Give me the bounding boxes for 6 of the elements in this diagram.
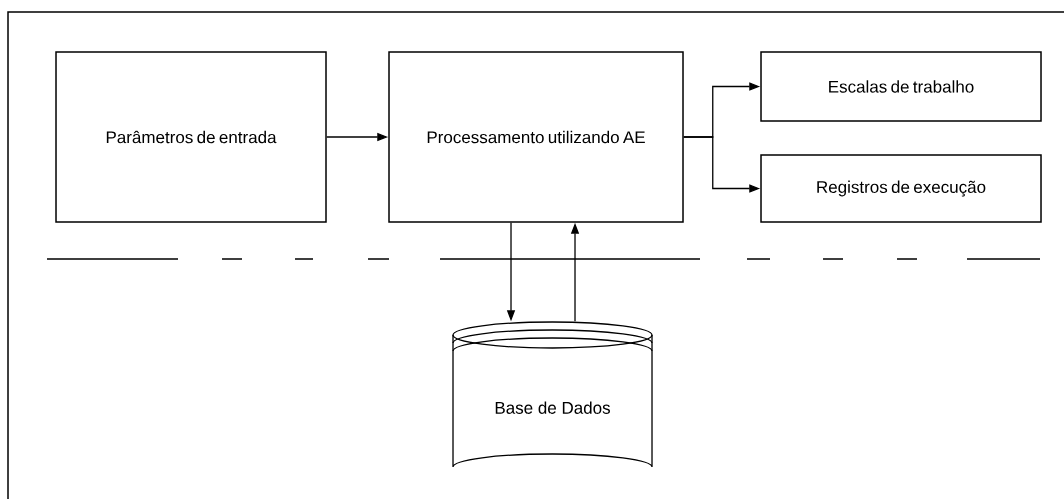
process-box: Registros de execução bbox=[760, 154, 1042, 223]
process-box: Processamento utilizando AE bbox=[388, 51, 684, 223]
database-cylinder: Base de Dados bbox=[452, 321, 653, 468]
node-label: Base de Dados bbox=[495, 401, 610, 414]
process-box: Parâmetros de entrada bbox=[55, 51, 327, 223]
process-box: Escalas de trabalho bbox=[760, 51, 1042, 122]
